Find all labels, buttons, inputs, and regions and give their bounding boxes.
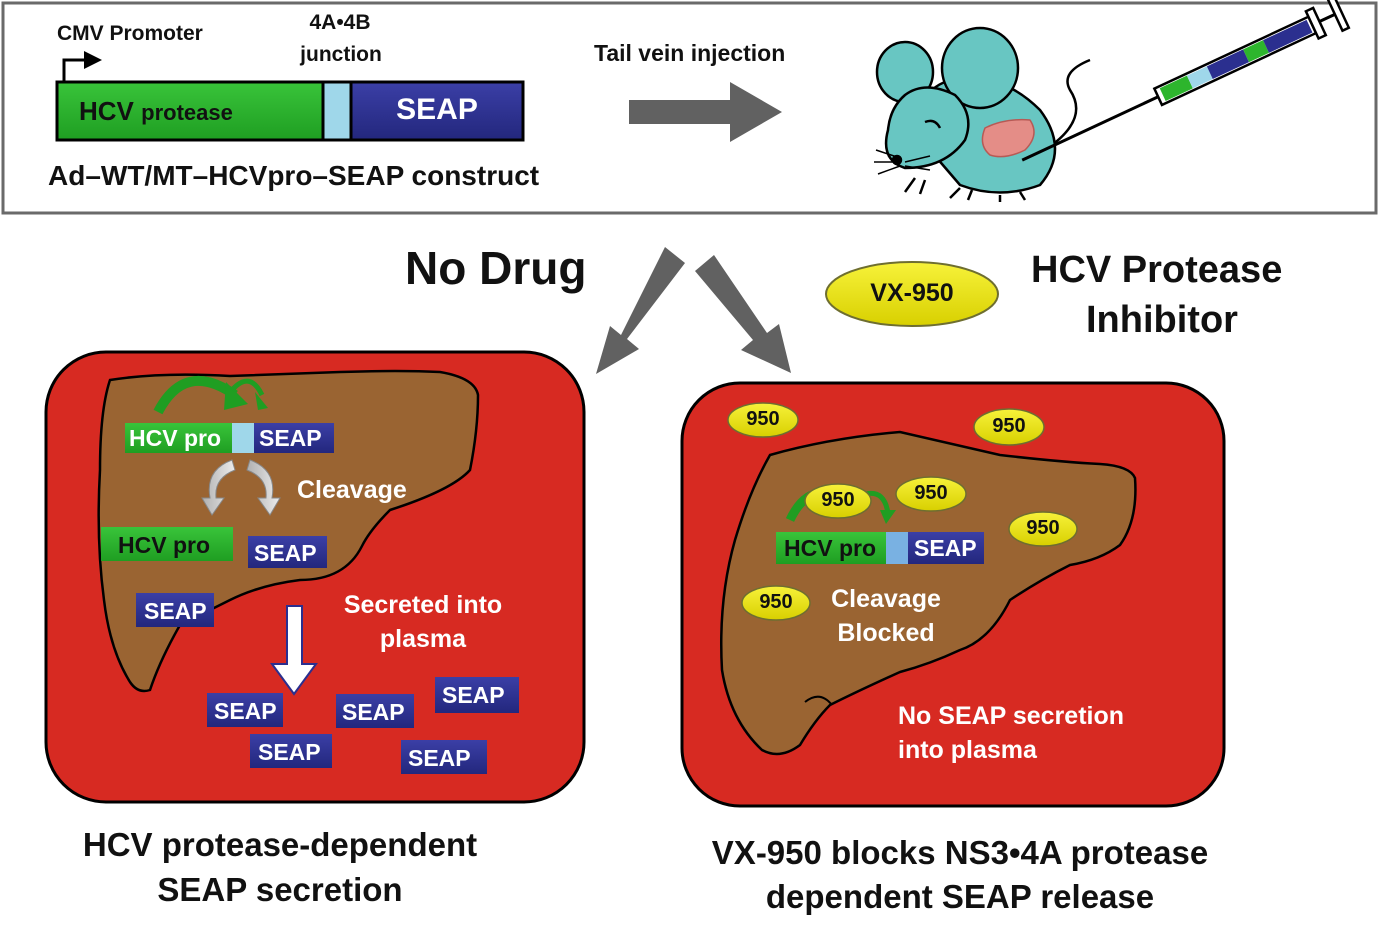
left-seap-label: SEAP <box>259 425 322 451</box>
mouse-eye <box>924 119 942 129</box>
left-caption-line2: SEAP secretion <box>157 871 403 908</box>
cleavage-blocked-line1: Cleavage <box>831 585 941 613</box>
promoter-arrowhead-icon <box>84 51 102 69</box>
cleavage-label: Cleavage <box>297 476 407 504</box>
drug-badge-group <box>727 402 1078 621</box>
syringe-icon <box>1021 0 1351 162</box>
drug-badge-shape <box>727 402 799 438</box>
mouse-whiskers <box>874 149 931 175</box>
no-drug-arrow-icon <box>596 247 685 374</box>
plasma-seap-label: SEAP <box>442 682 505 708</box>
drug-badge-label: 950 <box>821 489 855 511</box>
right-liver-notch <box>804 695 833 706</box>
injection-arrow-icon <box>629 82 782 142</box>
drug-badge-label: 950 <box>992 415 1026 437</box>
vx950-pill-label: VX-950 <box>870 279 954 307</box>
left-cleavage-green-arrow-icon <box>153 376 268 415</box>
secretion-down-arrow-icon <box>270 605 318 696</box>
inhibitor-label-line2: Inhibitor <box>1086 299 1238 341</box>
drug-badge-shape <box>804 483 872 519</box>
construct-seap-label: SEAP <box>396 93 478 126</box>
hcv-protease-label-main: HCV <box>79 96 142 126</box>
plasma-seap-label: SEAP <box>408 745 471 771</box>
mouse-tail <box>1044 58 1091 152</box>
drug-badge-shape <box>741 585 811 621</box>
secreted-label-line1: Secreted into <box>343 591 503 619</box>
right-seap-label: SEAP <box>914 535 977 561</box>
hcv-protease-label-sub: protease <box>141 100 233 125</box>
drug-badge-shape <box>895 476 967 512</box>
no-drug-label: No Drug <box>405 242 587 294</box>
mouse-paws <box>903 177 1027 202</box>
plasma-seap-label: SEAP <box>342 699 405 725</box>
drug-arrow-icon <box>695 255 791 373</box>
promoter-arrow-icon <box>62 58 88 82</box>
drug-badge-label: 950 <box>746 408 780 430</box>
cmv-promoter-label: CMV Promoter <box>57 22 203 45</box>
drug-badge-shape <box>1008 511 1078 547</box>
left-caption-line1: HCV protease-dependent <box>82 826 478 863</box>
mouse-liver <box>981 118 1035 158</box>
construct-name-label: Ad–WT/MT–HCVpro–SEAP construct <box>48 160 540 191</box>
drug-badge-shape <box>973 408 1045 446</box>
plasma-seap-label: SEAP <box>214 698 277 724</box>
plasma-seap-label: SEAP <box>258 739 321 765</box>
drug-badge-label: 950 <box>1026 517 1060 539</box>
plasma-seap-group <box>207 677 519 774</box>
left-seap-product-label: SEAP <box>254 540 317 566</box>
left-seap-secreting-label: SEAP <box>144 598 207 624</box>
vx950-pill <box>825 261 999 327</box>
cleavage-blocked-line2: Blocked <box>837 619 935 647</box>
construct-bar <box>55 80 525 142</box>
inhibitor-label-line1: HCV Protease <box>1031 249 1283 291</box>
right-caption-line1: VX-950 blocks NS3•4A protease <box>711 834 1209 871</box>
no-secretion-line2: into plasma <box>898 736 1037 764</box>
drug-badge-label: 950 <box>914 482 948 504</box>
right-fusion-bar <box>776 532 984 564</box>
no-secretion-line1: No SEAP secretion <box>898 702 1125 730</box>
secreted-label-line2: plasma <box>379 625 467 653</box>
hcv-protease-label: HCV protease <box>79 96 233 127</box>
mouse-ear-back <box>940 26 1020 110</box>
junction-segment <box>321 80 353 142</box>
mouse-head <box>884 86 970 170</box>
drug-badge-label: 950 <box>759 591 793 613</box>
left-hcv-pro-label: HCV pro <box>129 425 221 451</box>
junction-label-line1: 4A•4B <box>309 11 371 34</box>
junction-label-line2: junction <box>300 43 382 66</box>
seap-segment <box>349 80 525 142</box>
left-hcv-pro-product <box>101 527 233 561</box>
mouse-illustration <box>874 26 1091 202</box>
right-hcv-pro-label: HCV pro <box>784 535 876 561</box>
left-fusion-bar <box>125 423 334 453</box>
left-hcv-pro-product-label: HCV pro <box>118 532 210 558</box>
left-split-arrows-icon <box>201 459 281 516</box>
left-seap-product <box>248 536 327 568</box>
tail-vein-injection-label: Tail vein injection <box>594 40 786 66</box>
right-caption-line2: dependent SEAP release <box>765 878 1155 915</box>
left-seap-secreting <box>136 593 214 627</box>
